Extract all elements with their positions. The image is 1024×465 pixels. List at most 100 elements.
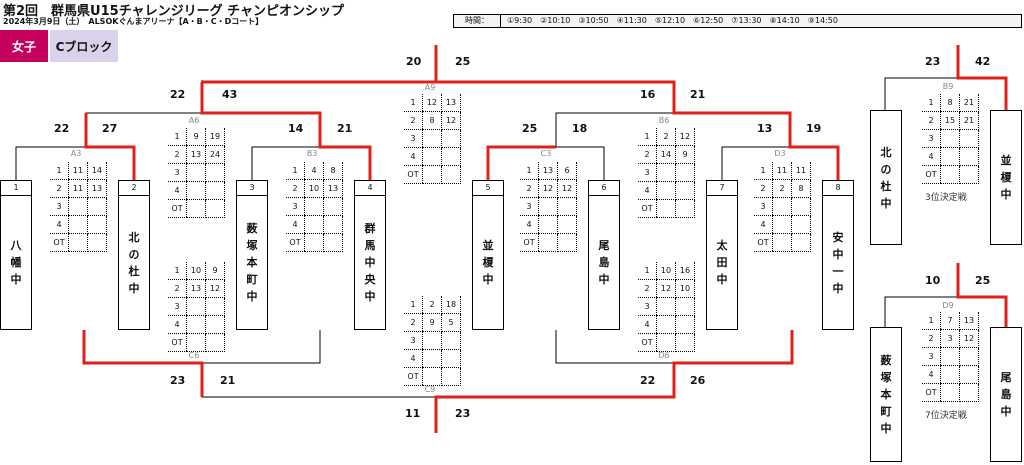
quarter-label: 3 xyxy=(286,197,305,216)
quarter-score-left: 12 xyxy=(656,279,676,298)
quarter-score-right xyxy=(959,129,979,148)
quarter-row: OT xyxy=(922,383,979,402)
d3-score-right: 19 xyxy=(806,122,822,135)
quarter-label: 2 xyxy=(168,279,187,298)
b9-right-team: 並榎中 xyxy=(990,110,1022,245)
quarter-label: 3 xyxy=(638,163,657,182)
quarter-row: 4 xyxy=(922,147,979,166)
a6-score-right: 43 xyxy=(222,88,238,101)
quarter-score-right xyxy=(441,367,461,386)
quarter-label: 4 xyxy=(168,315,187,334)
seed-5: 5 xyxy=(472,180,504,196)
quarter-score-left xyxy=(940,383,960,402)
quarter-row: OT xyxy=(404,165,461,184)
quarter-label: 2 xyxy=(520,179,539,198)
quarter-score-left xyxy=(422,165,442,184)
team-8-name: 安中一中 xyxy=(822,195,854,330)
time-list: ①9:30 ②10:10 ③10:50 ④11:30 ⑤12:10 ⑥12:50… xyxy=(507,16,838,25)
seed-4: 4 xyxy=(354,180,386,196)
quarter-label: 1 xyxy=(520,162,539,180)
quarter-row: OT xyxy=(404,367,461,386)
quarter-score-right xyxy=(675,163,695,182)
quarter-score-right xyxy=(205,181,225,200)
quarter-score-left xyxy=(656,199,676,218)
quarter-row: 3 xyxy=(754,197,811,216)
quarter-row: 3 xyxy=(922,347,979,366)
quarter-score-left xyxy=(186,333,206,352)
quarter-score-right: 19 xyxy=(205,128,225,146)
quarter-score-right: 14 xyxy=(87,162,107,180)
quarter-score-left xyxy=(656,163,676,182)
quarter-score-right xyxy=(791,197,811,216)
quarter-score-right: 5 xyxy=(441,313,461,332)
b6-score-right: 21 xyxy=(690,88,706,101)
quarter-score-left: 2 xyxy=(656,128,676,146)
quarter-score-left xyxy=(186,163,206,182)
quarter-label: 4 xyxy=(520,215,539,234)
quarter-label: 3 xyxy=(168,163,187,182)
event-subtitle: 2024年3月9日（土） ALSOKぐんまアリーナ【A・B・C・Dコート】 xyxy=(3,17,264,26)
quarter-score-right xyxy=(323,233,343,252)
quarter-score-right xyxy=(557,215,577,234)
quarter-score-left: 11 xyxy=(68,162,88,180)
quarter-score-left xyxy=(538,197,558,216)
match-label-d9: D9 xyxy=(942,301,954,310)
quarter-label: OT xyxy=(168,333,187,352)
quarter-label: 3 xyxy=(922,347,941,366)
quarter-score-left: 15 xyxy=(940,111,960,130)
seed-2: 2 xyxy=(118,180,150,196)
quarter-score-right xyxy=(675,199,695,218)
quarter-score-right: 12 xyxy=(441,111,461,130)
quarter-row: 4 xyxy=(168,181,225,200)
quarter-score-right: 9 xyxy=(675,145,695,164)
quarter-row: 3 xyxy=(520,197,577,216)
quarter-label: 2 xyxy=(404,111,423,130)
quarter-row: 4 xyxy=(922,365,979,384)
team-7-name: 太田中 xyxy=(706,195,738,330)
quarter-label: 2 xyxy=(286,179,305,198)
match-label-a6: A6 xyxy=(188,116,200,125)
seed-8: 8 xyxy=(822,180,854,196)
c9-score-left: 11 xyxy=(405,407,421,420)
quarter-score-right xyxy=(959,347,979,366)
match-label-a9: A9 xyxy=(424,83,436,92)
quarter-label: 2 xyxy=(922,329,941,348)
quarter-label: 4 xyxy=(404,349,423,368)
match-label-b9: B9 xyxy=(942,82,954,91)
quarter-label: 3 xyxy=(168,297,187,316)
c9-score-right: 23 xyxy=(455,407,471,420)
quarter-label: 1 xyxy=(404,94,423,112)
seed-6: 6 xyxy=(588,180,620,196)
quarter-score-right xyxy=(959,365,979,384)
quarter-score-right xyxy=(441,165,461,184)
quarter-label: 1 xyxy=(638,128,657,146)
d9-right-team: 尾島中 xyxy=(990,327,1022,462)
quarter-score-right: 13 xyxy=(959,312,979,330)
quarter-score-right xyxy=(323,197,343,216)
match-label-c6: C6 xyxy=(188,351,200,360)
quarter-score-right xyxy=(557,233,577,252)
quarter-row: 3 xyxy=(638,163,695,182)
quarter-score-left xyxy=(538,215,558,234)
quarter-label: OT xyxy=(922,165,941,184)
match-label-a3: A3 xyxy=(70,149,82,158)
quarter-score-left: 11 xyxy=(68,179,88,198)
quarter-row: OT xyxy=(638,333,695,352)
quarter-score-right xyxy=(87,233,107,252)
quarter-label: 4 xyxy=(404,147,423,166)
quarter-score-right: 24 xyxy=(205,145,225,164)
quarter-label: 1 xyxy=(168,128,187,146)
quarter-label: 4 xyxy=(286,215,305,234)
quarter-row: 4 xyxy=(638,181,695,200)
quarter-score-left xyxy=(940,365,960,384)
